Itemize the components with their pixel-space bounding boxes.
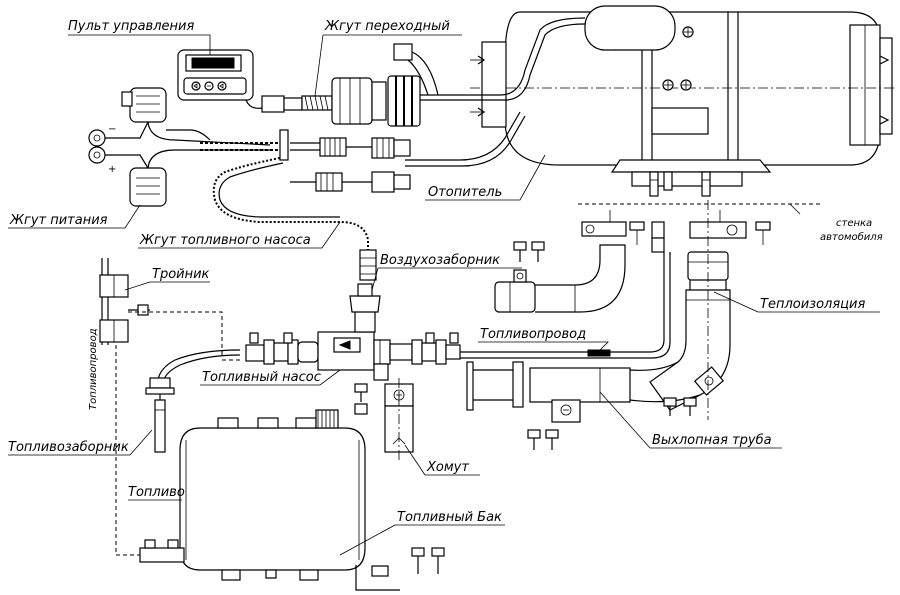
label-minus: −: [108, 124, 116, 135]
label-fuel: Топливо: [128, 485, 185, 500]
fuel-pump: [245, 283, 461, 381]
label-plus: +: [108, 164, 116, 175]
label-fuel-pump: Топливный насос: [202, 370, 321, 385]
clamp-part: [384, 378, 414, 460]
adapter-harness-connectors: [301, 43, 439, 127]
label-control-panel: Пульт управления: [68, 19, 194, 34]
label-fuel-line-vertical: Топливопровод: [88, 328, 99, 410]
fuel-harness-cable: [405, 111, 526, 167]
power-harness: [88, 87, 411, 207]
air-intake-pipe: [494, 244, 626, 313]
label-air-intake: Воздухозаборник: [380, 253, 500, 268]
label-fuel-tank: Топливный Бак: [397, 510, 502, 525]
label-fuel-intake: Топливозаборник: [8, 440, 129, 455]
label-heater: Отопитель: [428, 185, 502, 200]
label-tee: Тройник: [152, 267, 210, 282]
fuel-intake: [145, 377, 175, 453]
label-clamp: Хомут: [426, 460, 469, 475]
heater-fuel-line: [460, 252, 671, 359]
label-adapter-harness: Жгут переходный: [324, 19, 450, 34]
label-power-harness: Жгут питания: [9, 213, 108, 228]
label-fuel-line: Топливопровод: [480, 327, 586, 342]
control-panel: [177, 49, 303, 113]
fuel-pump-harness: [212, 157, 411, 281]
label-exhaust-pipe: Выхлопная труба: [652, 433, 772, 448]
label-insulation: Теплоизоляция: [760, 297, 865, 312]
label-vehicle-wall-1: стенка: [836, 218, 872, 229]
mounting-brackets: [581, 210, 771, 253]
adapter-harness-cable: [420, 17, 586, 101]
hardware-bolts: [354, 241, 697, 591]
label-fuel-pump-harness: Жгут топливного насоса: [139, 233, 311, 248]
label-vehicle-wall-2: автомобиля: [820, 231, 883, 243]
tee-assembly: [99, 258, 241, 556]
exhaust-pipe: [466, 200, 731, 423]
fuel-tank: [139, 409, 366, 581]
leader-lines: [8, 34, 880, 556]
heater-unit: [470, 5, 895, 197]
